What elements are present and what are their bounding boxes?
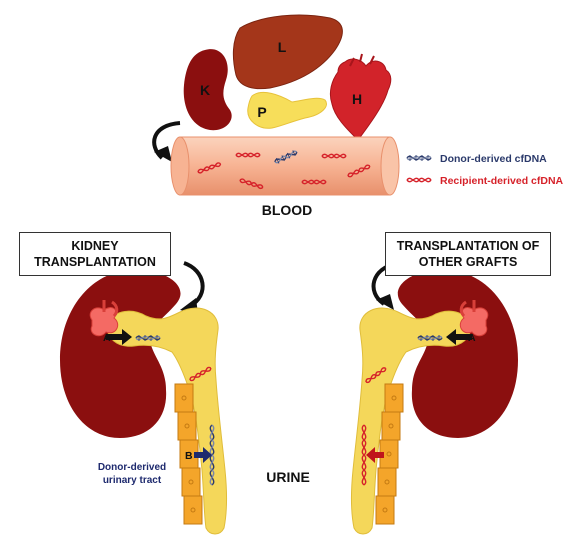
right-recipient-arrow: [366, 447, 384, 463]
heart-label: H: [352, 91, 362, 107]
kidney-transplantation-box: KIDNEY TRANSPLANTATION: [19, 232, 171, 276]
right-marker-a-label: A: [468, 332, 476, 344]
legend: Donor-derived cfDNA Recipient-derived cf…: [406, 153, 564, 187]
urinary-tract-label-line2: urinary tract: [103, 475, 162, 486]
kidney-transplantation-line2: TRANSPLANTATION: [34, 255, 156, 269]
left-urothelium-cells: [174, 383, 203, 525]
kidney-organ-shape: [183, 49, 232, 131]
liver-shape: [232, 14, 343, 90]
right-kidney-shape: [397, 269, 518, 438]
left-marker-a-arrow: [106, 329, 132, 345]
blood-label: BLOOD: [262, 202, 313, 218]
other-grafts-line2: OTHER GRAFTS: [418, 255, 518, 269]
heart-shape: [329, 58, 392, 141]
blood-vessel: [170, 136, 400, 196]
urine-label: URINE: [266, 469, 310, 485]
left-curved-arrow: [183, 261, 205, 308]
left-kidney-shape: [60, 269, 181, 438]
left-marker-a-label: A: [103, 332, 111, 344]
right-urothelium-cells: [375, 383, 404, 525]
legend-donor-label: Donor-derived cfDNA: [440, 153, 547, 165]
left-marker-b-arrow: [194, 447, 212, 463]
legend-donor-dna-icon: [406, 154, 432, 162]
pancreas-shape: [247, 92, 327, 129]
kidney-organ-label: K: [200, 82, 210, 98]
urinary-tract-label-line1: Donor-derived: [98, 462, 166, 473]
left-marker-b-label: B: [185, 450, 193, 462]
left-kidney-group: A B Donor-derived urinary tract: [60, 261, 228, 535]
legend-recipient-dna-icon: [406, 177, 432, 183]
left-ureter-shape: [106, 307, 228, 535]
legend-recipient-label: Recipient-derived cfDNA: [440, 175, 564, 187]
kidney-transplantation-line1: KIDNEY: [71, 239, 119, 253]
liver-label: L: [278, 39, 287, 55]
right-ureter-shape: [350, 307, 472, 535]
organs-group: L K P H: [183, 14, 392, 141]
other-grafts-line1: TRANSPLANTATION OF: [396, 239, 540, 253]
pancreas-label: P: [257, 104, 266, 120]
right-marker-a-arrow: [446, 329, 472, 345]
right-kidney-group: A: [350, 262, 518, 535]
other-grafts-box: TRANSPLANTATION OF OTHER GRAFTS: [385, 232, 551, 276]
